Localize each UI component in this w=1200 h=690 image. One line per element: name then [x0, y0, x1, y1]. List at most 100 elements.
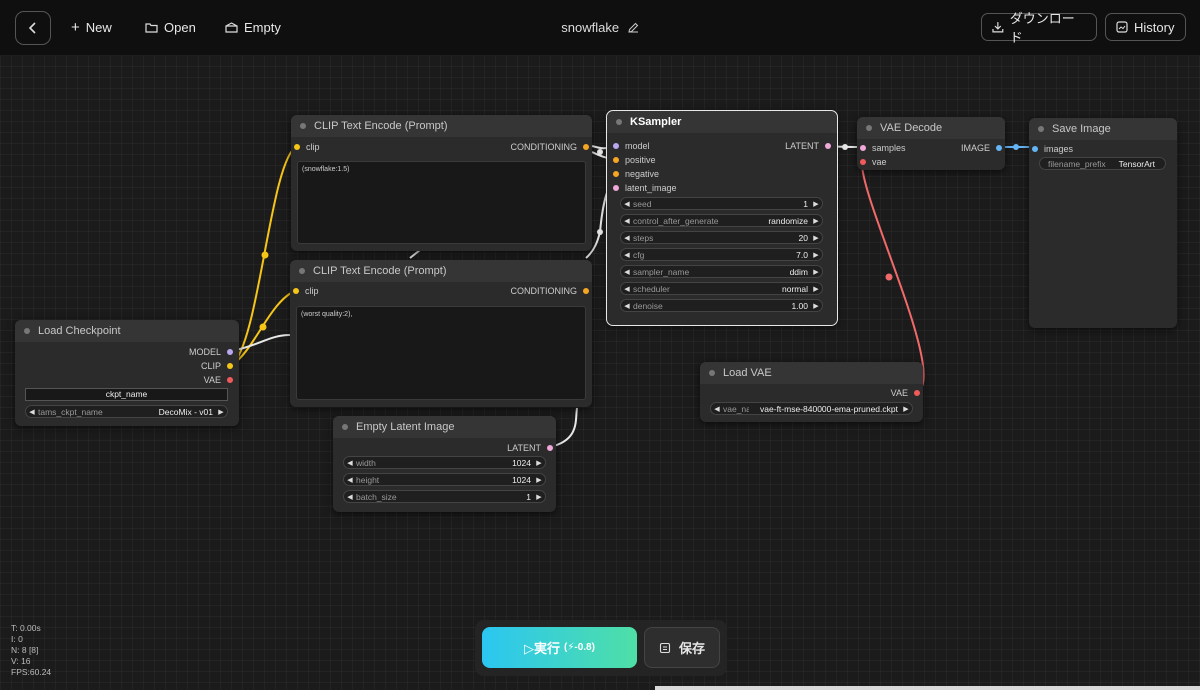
folder-icon — [145, 23, 158, 33]
input-slot-clip[interactable]: clip — [293, 286, 319, 296]
history-button[interactable]: History — [1105, 13, 1186, 41]
save-button[interactable]: 保存 — [644, 627, 720, 668]
arrow-left-icon[interactable]: ◀ — [624, 217, 630, 225]
stat-nodes: N: 8 [8] — [11, 645, 39, 655]
arrow-left-icon[interactable]: ◀ — [624, 234, 630, 242]
input-slot-negative[interactable]: negative — [613, 169, 659, 179]
arrow-right-icon[interactable]: ▶ — [536, 459, 542, 467]
node-title: Load VAE — [723, 367, 772, 379]
arrow-right-icon[interactable]: ▶ — [218, 408, 224, 416]
run-cost: (⚡-0.8) — [564, 642, 595, 653]
output-slot-conditioning[interactable]: CONDITIONING — [511, 286, 589, 296]
node-title-bar[interactable]: CLIP Text Encode (Prompt) — [290, 260, 592, 282]
node-title-bar[interactable]: Save Image — [1029, 118, 1177, 140]
input-slot-latent-image[interactable]: latent_image — [613, 183, 677, 193]
output-slot-latent[interactable]: LATENT — [507, 443, 553, 453]
node-title-bar[interactable]: Load Checkpoint — [15, 320, 239, 342]
new-button[interactable]: + New — [71, 18, 112, 36]
input-slot-vae[interactable]: vae — [860, 157, 887, 167]
node-clip-text-encode-negative[interactable]: CLIP Text Encode (Prompt) clip CONDITION… — [290, 260, 592, 407]
arrow-right-icon[interactable]: ▶ — [536, 476, 542, 484]
node-title-bar[interactable]: Load VAE — [700, 362, 923, 384]
input-slot-model[interactable]: model — [613, 141, 650, 151]
back-button[interactable] — [15, 11, 51, 45]
run-button[interactable]: ▷実行 (⚡-0.8) — [482, 627, 637, 668]
output-slot-model[interactable]: MODEL — [189, 347, 233, 357]
node-title-bar[interactable]: VAE Decode — [857, 117, 1005, 139]
canvas-stats: T: 0.00s I: 0 N: 8 [8] V: 16 FPS:60.24 — [11, 623, 51, 678]
node-title: CLIP Text Encode (Prompt) — [314, 120, 448, 132]
arrow-right-icon[interactable]: ▶ — [813, 234, 819, 242]
node-title-bar[interactable]: CLIP Text Encode (Prompt) — [291, 115, 592, 137]
input-slot-samples[interactable]: samples — [860, 143, 906, 153]
node-title-bar[interactable]: Empty Latent Image — [333, 416, 556, 438]
output-slot-conditioning[interactable]: CONDITIONING — [511, 142, 589, 152]
chevron-left-icon — [28, 22, 36, 34]
output-slot-latent[interactable]: LATENT — [785, 141, 831, 151]
arrow-left-icon[interactable]: ◀ — [347, 459, 353, 467]
download-icon — [992, 22, 1004, 33]
arrow-left-icon[interactable]: ◀ — [29, 408, 35, 416]
input-slot-images[interactable]: images — [1032, 144, 1073, 154]
node-title: VAE Decode — [880, 122, 943, 134]
arrow-right-icon[interactable]: ▶ — [813, 217, 819, 225]
arrow-left-icon[interactable]: ◀ — [347, 493, 353, 501]
arrow-left-icon[interactable]: ◀ — [624, 251, 630, 259]
arrow-left-icon[interactable]: ◀ — [347, 476, 353, 484]
node-ksampler[interactable]: KSampler model positive negative latent_… — [606, 110, 838, 326]
node-vae-decode[interactable]: VAE Decode samples vae IMAGE — [857, 117, 1005, 170]
empty-button[interactable]: Empty — [225, 20, 281, 35]
node-load-checkpoint[interactable]: Load Checkpoint MODEL CLIP VAE ckpt_name… — [15, 320, 239, 426]
prompt-textarea[interactable]: (worst quality:2), — [296, 306, 586, 400]
arrow-left-icon[interactable]: ◀ — [624, 268, 630, 276]
download-button[interactable]: ダウンロード — [981, 11, 1097, 45]
arrow-right-icon[interactable]: ▶ — [536, 493, 542, 501]
node-title: KSampler — [630, 116, 682, 128]
node-title-bar[interactable]: KSampler — [607, 111, 837, 133]
arrow-left-icon[interactable]: ◀ — [624, 200, 630, 208]
node-title: Save Image — [1052, 123, 1111, 135]
workflow-title[interactable]: snowflake — [561, 20, 620, 35]
node-status-dot — [616, 119, 622, 125]
arrow-right-icon[interactable]: ▶ — [813, 268, 819, 276]
arrow-right-icon[interactable]: ▶ — [903, 405, 909, 413]
ckpt-name-field[interactable]: ckpt_name — [25, 388, 228, 401]
arrow-left-icon[interactable]: ◀ — [624, 285, 630, 293]
arrow-right-icon[interactable]: ▶ — [813, 200, 819, 208]
output-slot-clip[interactable]: CLIP — [201, 361, 233, 371]
prompt-textarea[interactable]: (snowflake:1.5) — [297, 161, 586, 244]
output-slot-vae[interactable]: VAE — [204, 375, 233, 385]
node-status-dot — [709, 370, 715, 376]
output-slot-image[interactable]: IMAGE — [961, 143, 1002, 153]
arrow-left-icon[interactable]: ◀ — [714, 405, 720, 413]
pencil-icon[interactable] — [628, 22, 639, 33]
input-slot-positive[interactable]: positive — [613, 155, 656, 165]
arrow-right-icon[interactable]: ▶ — [813, 285, 819, 293]
input-slot-clip[interactable]: clip — [294, 142, 320, 152]
arrow-left-icon[interactable]: ◀ — [624, 302, 630, 310]
node-status-dot — [866, 125, 872, 131]
arrow-right-icon[interactable]: ▶ — [813, 251, 819, 259]
output-slot-vae[interactable]: VAE — [891, 388, 920, 398]
open-button[interactable]: Open — [145, 20, 196, 35]
node-clip-text-encode-positive[interactable]: CLIP Text Encode (Prompt) clip CONDITION… — [291, 115, 592, 251]
arrow-right-icon[interactable]: ▶ — [813, 302, 819, 310]
